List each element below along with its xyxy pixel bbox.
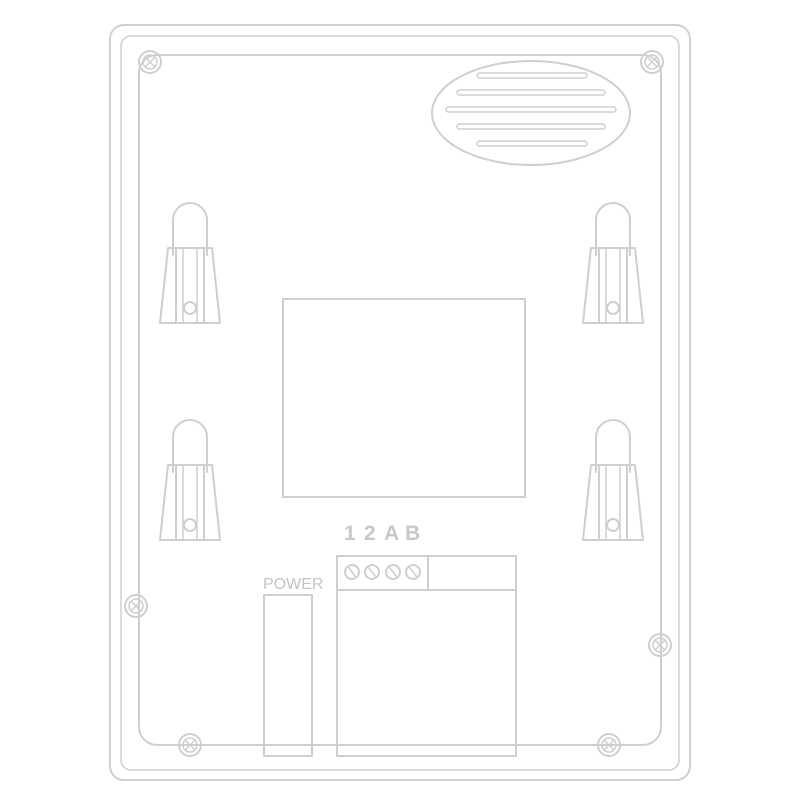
housing-inner-rim xyxy=(120,35,680,771)
clip-top-right xyxy=(582,202,644,324)
terminal-screw-2 xyxy=(364,564,380,580)
terminal-label-b: B xyxy=(405,522,422,545)
screw-mid-left xyxy=(124,594,148,618)
power-connector: POWER xyxy=(263,576,323,757)
screw-bottom-right xyxy=(597,733,621,757)
speaker-slot xyxy=(476,140,588,147)
speaker-slot xyxy=(445,106,617,113)
screw-bottom-left xyxy=(178,733,202,757)
screw-top-left xyxy=(138,50,162,74)
terminal-label-1: 1 xyxy=(344,522,358,545)
back-plate xyxy=(138,54,662,746)
terminal-screw-b xyxy=(405,564,421,580)
housing-outer xyxy=(109,24,691,781)
speaker-slot xyxy=(456,89,606,96)
center-window xyxy=(282,298,526,498)
terminal-screw-1 xyxy=(344,564,360,580)
terminal-screw-a xyxy=(385,564,401,580)
speaker-grille xyxy=(431,60,631,166)
power-label: POWER xyxy=(263,576,323,593)
terminal-label-2: 2 xyxy=(364,522,378,545)
terminal-label-a: A xyxy=(384,522,401,545)
speaker-slot xyxy=(476,72,588,79)
screw-top-right xyxy=(640,50,664,74)
speaker-slots xyxy=(445,72,617,147)
clip-bottom-right xyxy=(582,419,644,541)
terminal-block xyxy=(336,555,517,757)
clip-bottom-left xyxy=(159,419,221,541)
clip-top-left xyxy=(159,202,221,324)
speaker-slot xyxy=(456,123,606,130)
screw-mid-right xyxy=(648,633,672,657)
